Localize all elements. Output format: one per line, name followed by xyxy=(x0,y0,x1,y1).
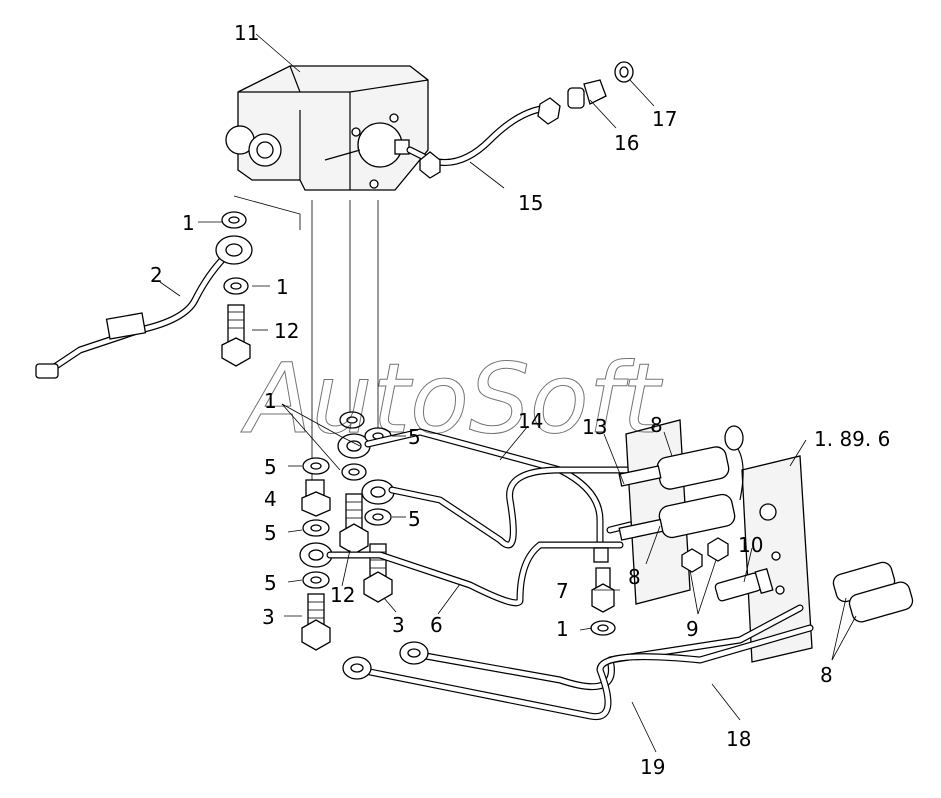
callout-5: 5 xyxy=(264,571,277,595)
coupler-8-loose xyxy=(832,561,914,623)
callout-5: 5 xyxy=(408,507,421,531)
pipe-2-end xyxy=(35,363,59,379)
callout-12: 12 xyxy=(330,583,355,607)
callout-6: 6 xyxy=(430,613,443,637)
nut-9b xyxy=(707,537,729,562)
bolt-12-top xyxy=(221,304,251,367)
pipe-clamp xyxy=(105,312,147,340)
bolt-3-right xyxy=(363,543,393,603)
fitting-16 xyxy=(567,79,607,109)
callout-13: 13 xyxy=(582,415,607,439)
adapter-4 xyxy=(301,479,331,517)
callout-3: 3 xyxy=(262,605,275,629)
callout-11: 11 xyxy=(234,21,259,45)
callout-9: 9 xyxy=(686,617,699,641)
callout-2: 2 xyxy=(150,263,163,287)
callout-18: 18 xyxy=(726,727,751,751)
callout-16: 16 xyxy=(614,131,639,155)
nut-15a xyxy=(419,151,441,179)
leader-lines xyxy=(159,33,857,753)
fitting-10 xyxy=(714,567,774,602)
callout-4: 4 xyxy=(264,487,277,511)
leader-valve xyxy=(233,195,301,230)
callout-8: 8 xyxy=(628,565,641,589)
callout-8: 8 xyxy=(650,413,663,437)
valve-block xyxy=(225,65,429,191)
coupler-8-top xyxy=(618,446,730,490)
callout-3: 3 xyxy=(392,613,405,637)
callout-1: 1 xyxy=(276,275,289,299)
callout-10: 10 xyxy=(738,533,763,557)
callout-19: 19 xyxy=(640,755,665,779)
bolt-12-bottom xyxy=(339,493,369,555)
dust-cap xyxy=(724,425,744,451)
watermark: AutoSoft xyxy=(240,343,663,455)
nut-15b xyxy=(537,97,561,125)
pipe-6 xyxy=(388,466,656,549)
callout-8: 8 xyxy=(820,663,833,687)
callout-14: 14 xyxy=(518,409,543,433)
callout-17: 17 xyxy=(652,107,677,131)
nut-9a xyxy=(681,548,703,573)
callout-1: 1 xyxy=(556,617,569,641)
callout-ref: 1. 89. 6 xyxy=(814,427,890,451)
callout-1: 1 xyxy=(182,211,195,235)
coupler-8-mid xyxy=(618,493,736,541)
callout-7: 7 xyxy=(556,579,569,603)
callout-12: 12 xyxy=(274,319,299,343)
fitting-7 xyxy=(591,547,615,613)
callout-5: 5 xyxy=(264,521,277,545)
callouts: 11 1 2 1 12 15 16 17 1 5 4 5 5 3 5 5 12 … xyxy=(150,21,890,779)
callout-1: 1 xyxy=(264,389,277,413)
bolt-3-left xyxy=(301,593,331,651)
washer-17 xyxy=(614,61,634,83)
callout-5: 5 xyxy=(408,425,421,449)
callout-15: 15 xyxy=(518,191,543,215)
callout-5: 5 xyxy=(264,455,277,479)
